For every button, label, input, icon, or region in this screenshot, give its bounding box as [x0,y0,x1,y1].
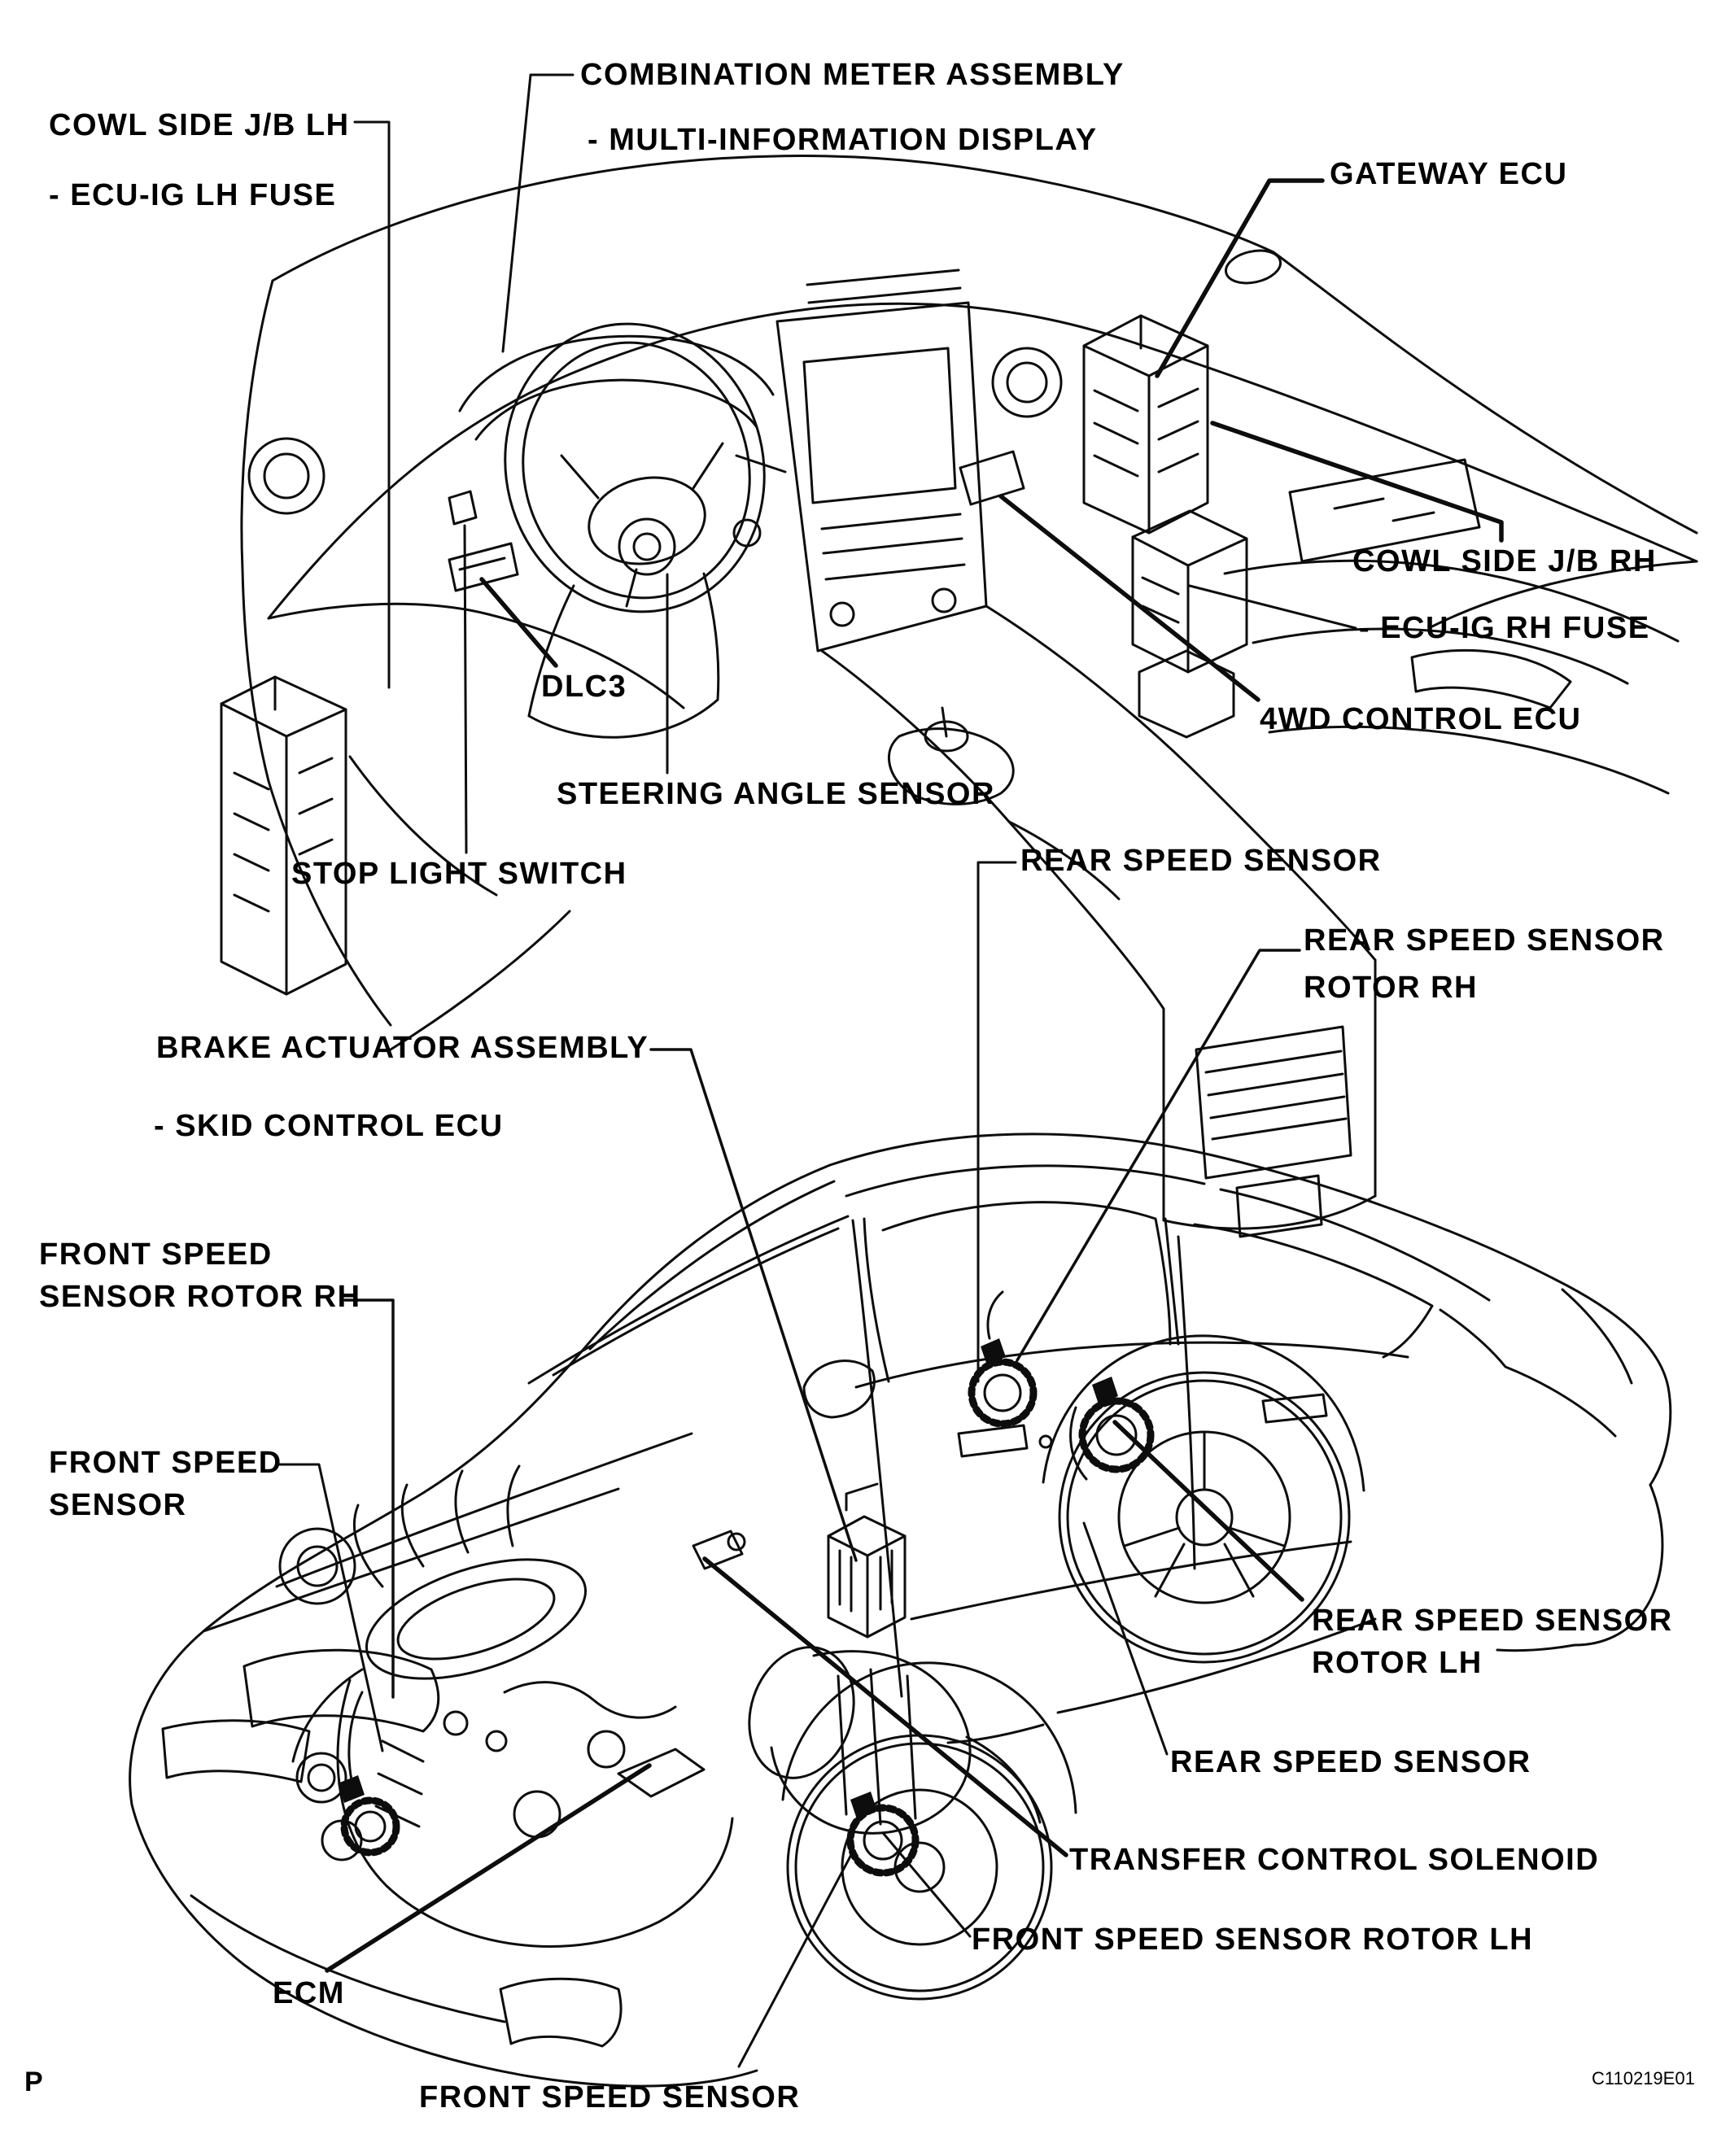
transmission-unit [692,1530,1042,1835]
top-leader-lines [353,73,1504,854]
label-4wd-control-ecu: 4WD CONTROL ECU [1260,702,1582,736]
label-rear-speed-sensor-top: REAR SPEED SENSOR [1020,844,1382,878]
label-rear-speed-sensor-rotor-rh-line1: REAR SPEED SENSOR [1304,923,1665,958]
right-air-vent [991,347,1063,418]
leader-rear-speed-sensor-bottom [1082,1521,1169,1756]
label-rear-speed-sensor-bottom: REAR SPEED SENSOR [1170,1745,1531,1779]
bottom-leader-lines [278,861,1304,2068]
leader-stop-light-switch [463,524,468,854]
transfer-control-solenoid-part [692,1530,744,1570]
leader-rear-speed-sensor-rotor-rh [1016,949,1301,1362]
rear-rotor-lh-part [1069,1377,1155,1481]
dashboard-illustration [220,155,1698,1238]
label-front-speed-sensor-left-line1: FRONT SPEED [49,1446,282,1480]
label-front-speed-sensor-left-line2: SENSOR [49,1488,187,1522]
awd-control-ecu-part [959,450,1025,506]
door-panel-right [1223,249,1680,795]
leader-combination-meter [501,73,575,353]
leader-ecm [325,1763,652,1973]
brake-actuator-unit [827,1482,907,1639]
label-front-speed-sensor-rotor-rh-line1: FRONT SPEED [39,1237,273,1272]
junction-box-lh [220,675,347,996]
label-front-speed-sensor-bottom: FRONT SPEED SENSOR [419,2080,801,2115]
gateway-ecu-box [1082,314,1209,535]
label-front-speed-sensor-rotor-lh: FRONT SPEED SENSOR ROTOR LH [972,1923,1534,1957]
steering-angle-sensor-part [618,517,676,576]
leader-gateway-ecu [1155,178,1325,378]
engine [278,1464,734,1948]
label-ecu-ig-rh-fuse: - ECU-IG RH FUSE [1359,611,1650,645]
leader-front-speed-sensor-bottom [737,1850,854,2068]
car-illustration [129,1133,1672,2088]
label-gateway-ecu: GATEWAY ECU [1330,157,1568,191]
car-windows [527,1164,1633,1438]
junction-box-rh [1131,509,1248,739]
leader-front-speed-sensor-left [278,1463,384,1752]
leader-dlc3 [479,577,558,668]
bracket-front-speed-sensor-rotor-rh [343,1298,395,1699]
leader-transfer-control-solenoid [702,1556,1068,1857]
page-marker: P [24,2067,43,2097]
label-steering-angle-sensor: STEERING ANGLE SENSOR [557,777,995,811]
front-rotor-lh-part [846,1792,920,1877]
figure-code: C110219E01 [1592,2068,1695,2088]
leader-4wd-control-ecu [998,494,1260,702]
label-dlc3: DLC3 [541,670,627,704]
leader-ecu-ig-rh-fuse [1188,584,1357,630]
label-combination-meter-assembly: COMBINATION METER ASSEMBLY [580,58,1125,92]
dlc3-connector [448,542,519,592]
label-front-speed-sensor-rotor-rh-line2: SENSOR ROTOR RH [39,1280,361,1314]
bracket-rear-speed-sensor-top [976,861,1017,1383]
label-rear-speed-sensor-rotor-rh-line2: ROTOR RH [1304,971,1478,1005]
label-cowl-side-jb-lh: COWL SIDE J/B LH [49,108,350,142]
leader-brake-actuator [649,1048,858,1562]
leader-rear-speed-sensor-rotor-lh [1112,1420,1304,1602]
label-stop-light-switch: STOP LIGHT SWITCH [291,857,627,891]
label-brake-actuator-assembly: BRAKE ACTUATOR ASSEMBLY [156,1031,649,1065]
left-air-vent [247,437,325,515]
bracket-cowl-side-jb-lh [353,120,391,689]
leader-front-speed-sensor-rotor-lh [882,1832,972,1938]
instrument-cluster [458,334,775,441]
label-ecu-ig-lh-fuse: - ECU-IG LH FUSE [49,178,337,212]
label-rear-speed-sensor-rotor-lh-line1: REAR SPEED SENSOR [1312,1604,1673,1638]
side-mirror [802,1360,876,1419]
label-transfer-control-solenoid: TRANSFER CONTROL SOLENOID [1069,1843,1600,1877]
center-console [820,604,1377,1238]
center-stack [775,268,988,652]
front-sensor-rh-part [338,1691,400,1857]
label-skid-control-ecu: - SKID CONTROL ECU [154,1109,504,1143]
rear-wheel [1042,1334,1365,1664]
label-multi-information-display: - MULTI-INFORMATION DISPLAY [588,123,1098,157]
label-ecm: ECM [273,1976,345,2010]
stop-light-switch-part [448,490,478,526]
ecm-part [617,1748,706,1798]
label-rear-speed-sensor-rotor-lh-line2: ROTOR LH [1312,1646,1483,1680]
steering-wheel [504,322,787,739]
leader-cowl-side-jb-rh [1210,421,1504,543]
label-cowl-side-jb-rh: COWL SIDE J/B RH [1352,544,1657,578]
rear-rotor-rh-part [968,1290,1038,1428]
